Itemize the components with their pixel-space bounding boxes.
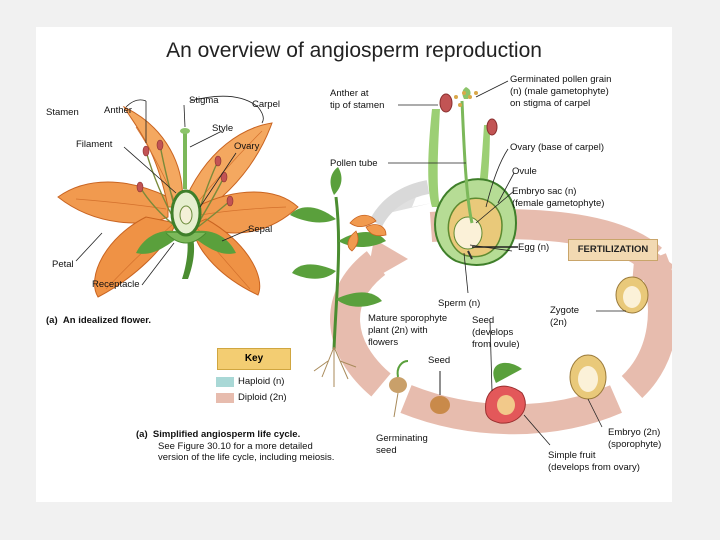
label-stamen: Stamen	[46, 107, 79, 118]
label-seed-develops-3: from ovule)	[472, 339, 520, 350]
label-sperm: Sperm (n)	[438, 298, 481, 309]
label-anther-tip-1: Anther at	[330, 88, 369, 99]
label-zygote-1: Zygote	[550, 305, 580, 316]
label-ovule: Ovule	[512, 166, 537, 177]
seed-stages-drawing	[389, 320, 551, 446]
carpel-detail-drawing	[388, 80, 518, 294]
label-seed: Seed	[428, 355, 451, 366]
figure-panel: An overview of angiosperm reproduction S…	[36, 27, 672, 502]
zygote-embryo-drawing	[569, 276, 649, 428]
label-carpel: Carpel	[252, 99, 280, 110]
label-egg: Egg (n)	[518, 242, 550, 253]
flower-caption-letter: (a)	[46, 315, 58, 326]
label-ovary: Ovary	[234, 141, 260, 152]
page-title: An overview of angiosperm reproduction	[166, 39, 542, 62]
label-seed-develops-2: (develops	[472, 327, 514, 338]
haploid-swatch	[216, 377, 234, 387]
label-embryo-sac-1: Embryo sac (n)	[512, 186, 577, 197]
label-mature-1: Mature sporophyte	[368, 313, 448, 324]
cycle-caption-letter: (a)	[136, 429, 148, 440]
label-embryo-sac-2: (female gametophyte)	[512, 198, 605, 209]
key-diploid: Diploid (2n)	[238, 392, 287, 403]
label-ovary-base: Ovary (base of carpel)	[510, 142, 604, 153]
label-zygote-2: (2n)	[550, 317, 567, 328]
label-pollen-grain-1: Germinated pollen grain	[510, 74, 612, 85]
label-sepal: Sepal	[248, 224, 273, 235]
diploid-swatch	[216, 393, 234, 403]
label-fruit-2: (develops from ovary)	[548, 462, 640, 473]
cycle-caption-line2: See Figure 30.10 for a more detailed	[158, 440, 313, 452]
label-germinating-1: Germinating	[376, 433, 428, 444]
label-anther: Anther	[104, 105, 132, 116]
label-mature-2: plant (2n) with	[368, 325, 428, 336]
label-pollen-grain-3: on stigma of carpel	[510, 98, 591, 109]
fertilization-label: FERTILIZATION	[568, 239, 658, 261]
label-petal: Petal	[52, 259, 74, 270]
key-haploid: Haploid (n)	[238, 376, 285, 387]
key-title: Key	[217, 348, 291, 370]
sporophyte-plant-drawing	[290, 167, 387, 387]
label-embryo-1: Embryo (2n)	[608, 427, 661, 438]
diagram-graphics	[57, 80, 672, 446]
label-pollen-grain-2: (n) (male gametophyte)	[510, 86, 609, 97]
label-fruit-1: Simple fruit	[548, 450, 596, 461]
flower-caption-text: An idealized flower.	[62, 315, 152, 326]
label-filament: Filament	[76, 139, 113, 150]
label-embryo-2: (sporophyte)	[608, 439, 662, 450]
flower-caption: (a) An idealized flower.	[46, 315, 151, 327]
cycle-caption-line1: Simplified angiosperm life cycle.	[152, 429, 301, 440]
label-receptacle: Receptacle	[92, 279, 140, 290]
label-seed-develops-1: Seed	[472, 315, 495, 326]
cycle-caption-line3: version of the life cycle, including mei…	[158, 452, 335, 463]
label-pollen-tube: Pollen tube	[330, 158, 378, 169]
label-mature-3: flowers	[368, 337, 399, 348]
cycle-caption: (a) Simplified angiosperm life cycle. Se…	[136, 429, 334, 464]
label-style: Style	[212, 123, 234, 134]
label-germinating-2: seed	[376, 445, 397, 456]
label-stigma: Stigma	[189, 95, 219, 106]
label-anther-tip-2: tip of stamen	[330, 100, 385, 111]
idealized-flower-drawing	[57, 95, 299, 298]
